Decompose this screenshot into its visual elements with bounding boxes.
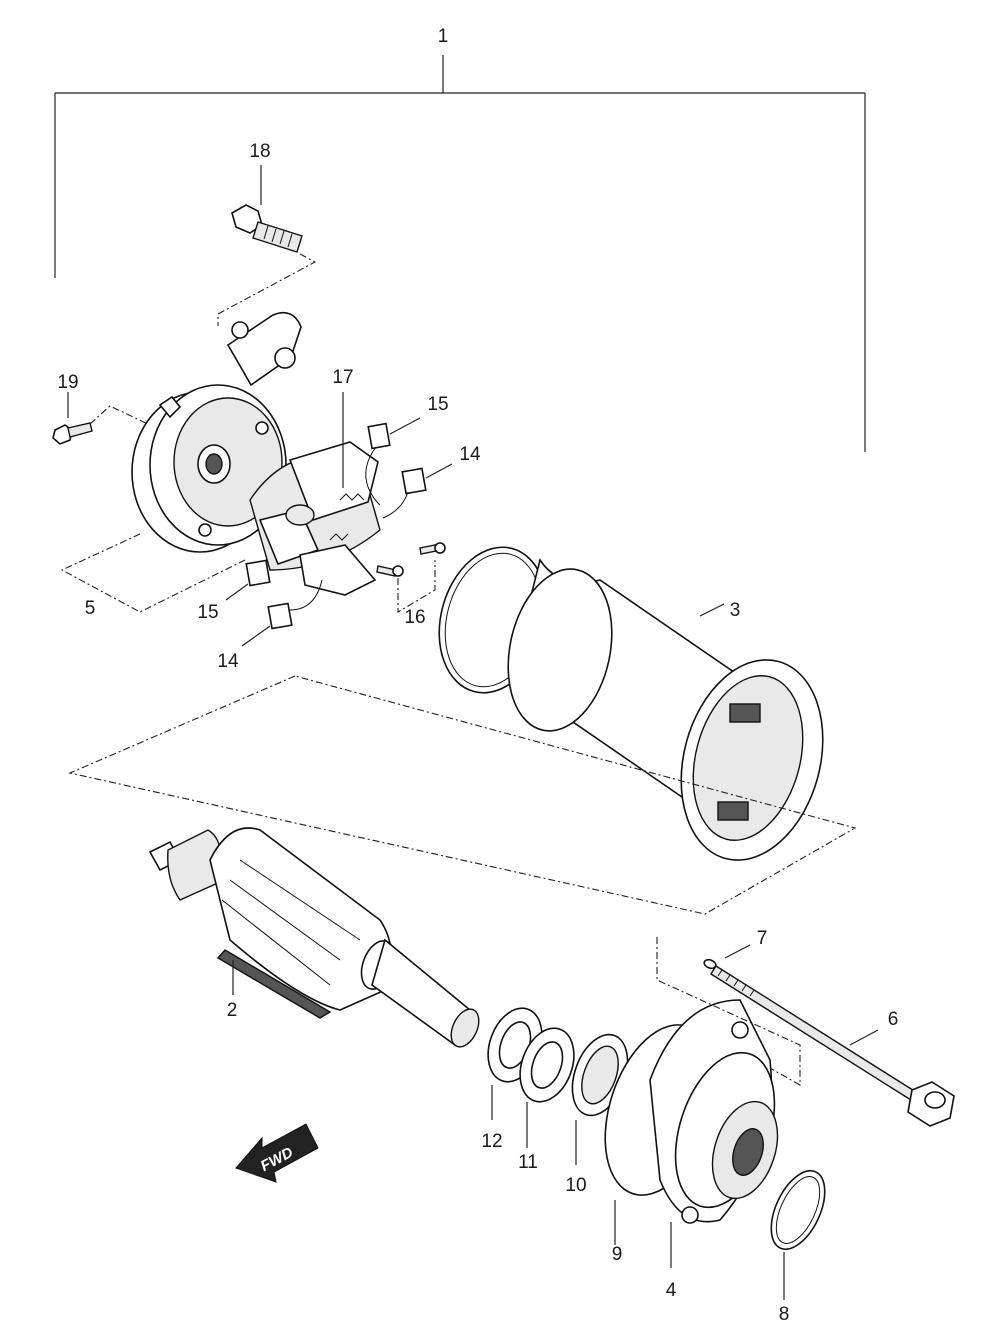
callout-18: 18 xyxy=(249,141,270,162)
callout-7: 7 xyxy=(757,928,768,949)
callout-1: 1 xyxy=(438,26,449,47)
fwd-arrow-icon: FWD xyxy=(235,1123,319,1183)
callout-17: 17 xyxy=(332,367,353,388)
callout-14-upper: 14 xyxy=(459,444,481,465)
callout-6: 6 xyxy=(888,1009,899,1030)
bracket-armature xyxy=(68,675,857,915)
callout-14-lower: 14 xyxy=(217,651,239,672)
callout-15-upper: 15 xyxy=(427,394,448,415)
screws-16 xyxy=(376,542,446,613)
callout-19: 19 xyxy=(57,372,78,393)
callout-16: 16 xyxy=(404,607,425,628)
callout-4: 4 xyxy=(666,1280,677,1301)
bracket-5 xyxy=(60,533,246,613)
callout-10: 10 xyxy=(565,1175,586,1196)
callout-3: 3 xyxy=(730,600,741,621)
assembly-bracket xyxy=(54,55,866,452)
washers-10-12 xyxy=(487,1007,629,1165)
brush-holder-17 xyxy=(249,392,381,596)
screw-19 xyxy=(52,392,151,445)
brushes-14-15 xyxy=(225,417,453,647)
through-bolt-6 xyxy=(656,937,955,1127)
callout-12: 12 xyxy=(481,1131,502,1152)
callout-11: 11 xyxy=(518,1152,538,1173)
callout-5: 5 xyxy=(85,598,96,619)
callout-9: 9 xyxy=(612,1244,623,1265)
front-cover-4 xyxy=(604,999,826,1300)
callout-15-lower: 15 xyxy=(197,602,218,623)
yoke-3 xyxy=(438,546,824,861)
callout-8: 8 xyxy=(779,1304,790,1325)
bolt-18 xyxy=(217,165,317,326)
callout-2: 2 xyxy=(227,1000,238,1021)
armature-2 xyxy=(148,827,480,1048)
